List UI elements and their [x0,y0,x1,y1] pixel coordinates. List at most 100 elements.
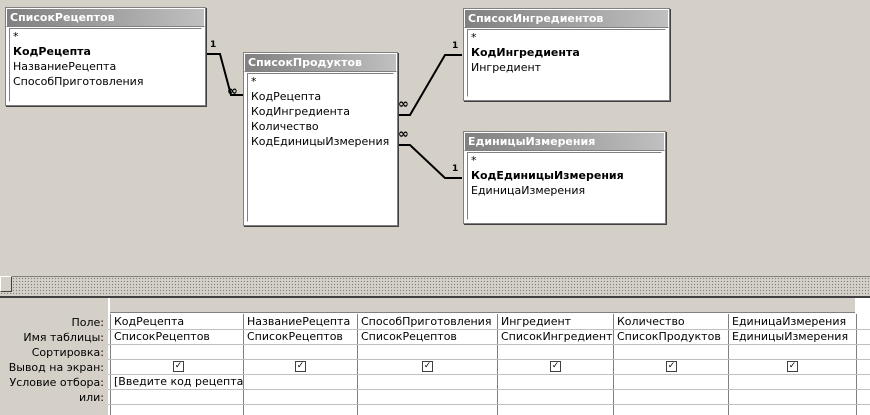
query-design-diagram[interactable]: 1 ∞ 1 ∞ ∞ 1 СписокРецептов * КодРецепта … [0,0,870,276]
table-title[interactable]: ЕдиницыИзмерения [464,132,665,151]
table-cell[interactable]: ЕдиницыИзмерения [732,330,849,343]
or-cell[interactable] [358,389,498,404]
row-line [108,359,870,360]
criteria-cell[interactable]: [Введите код рецепта] [114,375,244,388]
row-line [108,329,870,330]
row-label-or: или: [78,391,104,404]
relationship-lines [206,53,462,179]
field-list[interactable]: * КодРецепта КодИнгредиента Количество К… [247,73,394,222]
field-item[interactable]: КодИнгредиента [251,105,350,118]
field-item[interactable]: КодЕдиницыИзмерения [471,169,624,182]
row-line [108,389,870,390]
sort-cell[interactable] [498,344,614,359]
row-line [108,374,870,375]
grid-column[interactable]: ЕдиницаИзмерения ЕдиницыИзмерения ✓ [728,314,857,415]
field-item[interactable]: НазваниеРецепта [13,60,117,73]
cardinality-many: ∞ [398,97,409,112]
field-list[interactable]: * КодИнгредиента Ингредиент [467,29,666,97]
field-item[interactable]: СпособПриготовления [13,75,144,88]
grid-column[interactable]: НазваниеРецепта СписокРецептов ✓ [243,314,358,415]
field-cell[interactable]: Количество [617,315,685,328]
field-item[interactable]: Ингредиент [471,61,542,74]
field-list[interactable]: * КодЕдиницыИзмерения ЕдиницаИзмерения [467,152,662,220]
field-list[interactable]: * КодРецепта НазваниеРецепта СпособПриго… [9,28,202,102]
row-label-table: Имя таблицы: [23,331,104,344]
field-cell[interactable]: НазваниеРецепта [247,315,351,328]
field-item[interactable]: ЕдиницаИзмерения [471,184,586,197]
pane-splitter[interactable] [0,276,870,297]
field-item[interactable]: КодРецепта [251,90,322,103]
field-item[interactable]: * [471,154,477,167]
sort-cell[interactable] [614,344,729,359]
show-checkbox[interactable]: ✓ [422,361,433,372]
or-cell[interactable] [244,389,358,404]
sort-cell[interactable] [244,344,358,359]
show-checkbox[interactable]: ✓ [550,361,561,372]
table-window-products[interactable]: СписокПродуктов * КодРецепта КодИнгредие… [243,52,398,226]
field-item[interactable]: КодРецепта [13,45,91,58]
sort-cell[interactable] [111,344,244,359]
table-title[interactable]: СписокИнгредиентов [464,9,669,28]
cardinality-one: 1 [210,40,217,50]
grid-column[interactable]: СпособПриготовления СписокРецептов ✓ [357,314,498,415]
relation-recipes-products [206,53,244,96]
or-cell[interactable] [729,389,856,404]
field-item[interactable]: КодИнгредиента [471,46,580,59]
field-cell[interactable]: СпособПриготовления [361,315,492,328]
table-cell[interactable]: СписокИнгредиент [501,330,613,343]
or-cell[interactable] [614,389,729,404]
show-checkbox[interactable]: ✓ [295,361,306,372]
criteria-cell[interactable] [498,374,614,389]
table-cell[interactable]: СписокПродуктов [617,330,721,343]
or-cell[interactable] [498,389,614,404]
row-label-field: Поле: [71,316,104,329]
show-checkbox[interactable]: ✓ [666,361,677,372]
show-cell[interactable]: ✓ [358,359,498,374]
query-design-grid[interactable]: КодРецепта СписокРецептов ✓ [Введите код… [0,298,870,415]
table-window-units[interactable]: ЕдиницыИзмерения * КодЕдиницыИзмерения Е… [463,131,666,224]
relation-products-units [398,144,462,179]
grid-column[interactable]: КодРецепта СписокРецептов ✓ [Введите код… [110,314,244,415]
criteria-cell[interactable] [358,374,498,389]
scrollbar-thumb[interactable] [0,276,12,292]
row-line [108,404,870,405]
table-title[interactable]: СписокПродуктов [244,53,397,72]
show-cell[interactable]: ✓ [729,359,856,374]
show-cell[interactable]: ✓ [614,359,729,374]
criteria-cell[interactable] [729,374,856,389]
field-item[interactable]: Количество [251,120,319,133]
grid-column[interactable]: Ингредиент СписокИнгредиент ✓ [497,314,614,415]
column-selector-bar[interactable] [110,298,855,313]
table-cell[interactable]: СписокРецептов [247,330,343,343]
criteria-cell[interactable] [244,374,358,389]
grid-column[interactable]: Количество СписокПродуктов ✓ [613,314,729,415]
field-cell[interactable]: КодРецепта [114,315,185,328]
cardinality-many: ∞ [398,127,409,142]
field-item[interactable]: * [13,30,19,43]
cardinality-many: ∞ [227,84,238,99]
field-item[interactable]: КодЕдиницыИзмерения [251,135,390,148]
or-cell[interactable] [111,389,244,404]
field-cell[interactable]: Ингредиент [501,315,572,328]
grid-row-labels: Поле: Имя таблицы: Сортировка: Вывод на … [0,298,108,415]
field-cell[interactable]: ЕдиницаИзмерения [732,315,847,328]
table-window-recipes[interactable]: СписокРецептов * КодРецепта НазваниеРеце… [5,7,206,106]
criteria-cell[interactable] [614,374,729,389]
cardinality-one: 1 [452,41,459,51]
table-window-ingredients[interactable]: СписокИнгредиентов * КодИнгредиента Ингр… [463,8,670,101]
field-item[interactable]: * [251,75,257,88]
row-line [108,344,870,345]
show-checkbox[interactable]: ✓ [787,361,798,372]
show-cell[interactable]: ✓ [244,359,358,374]
sort-cell[interactable] [358,344,498,359]
show-cell[interactable]: ✓ [111,359,244,374]
row-label-criteria: Условие отбора: [9,376,105,389]
pane-divider [0,296,870,298]
show-cell[interactable]: ✓ [498,359,614,374]
sort-cell[interactable] [729,344,856,359]
table-title[interactable]: СписокРецептов [6,8,205,27]
table-cell[interactable]: СписокРецептов [114,330,210,343]
table-cell[interactable]: СписокРецептов [361,330,457,343]
show-checkbox[interactable]: ✓ [173,361,184,372]
field-item[interactable]: * [471,31,477,44]
